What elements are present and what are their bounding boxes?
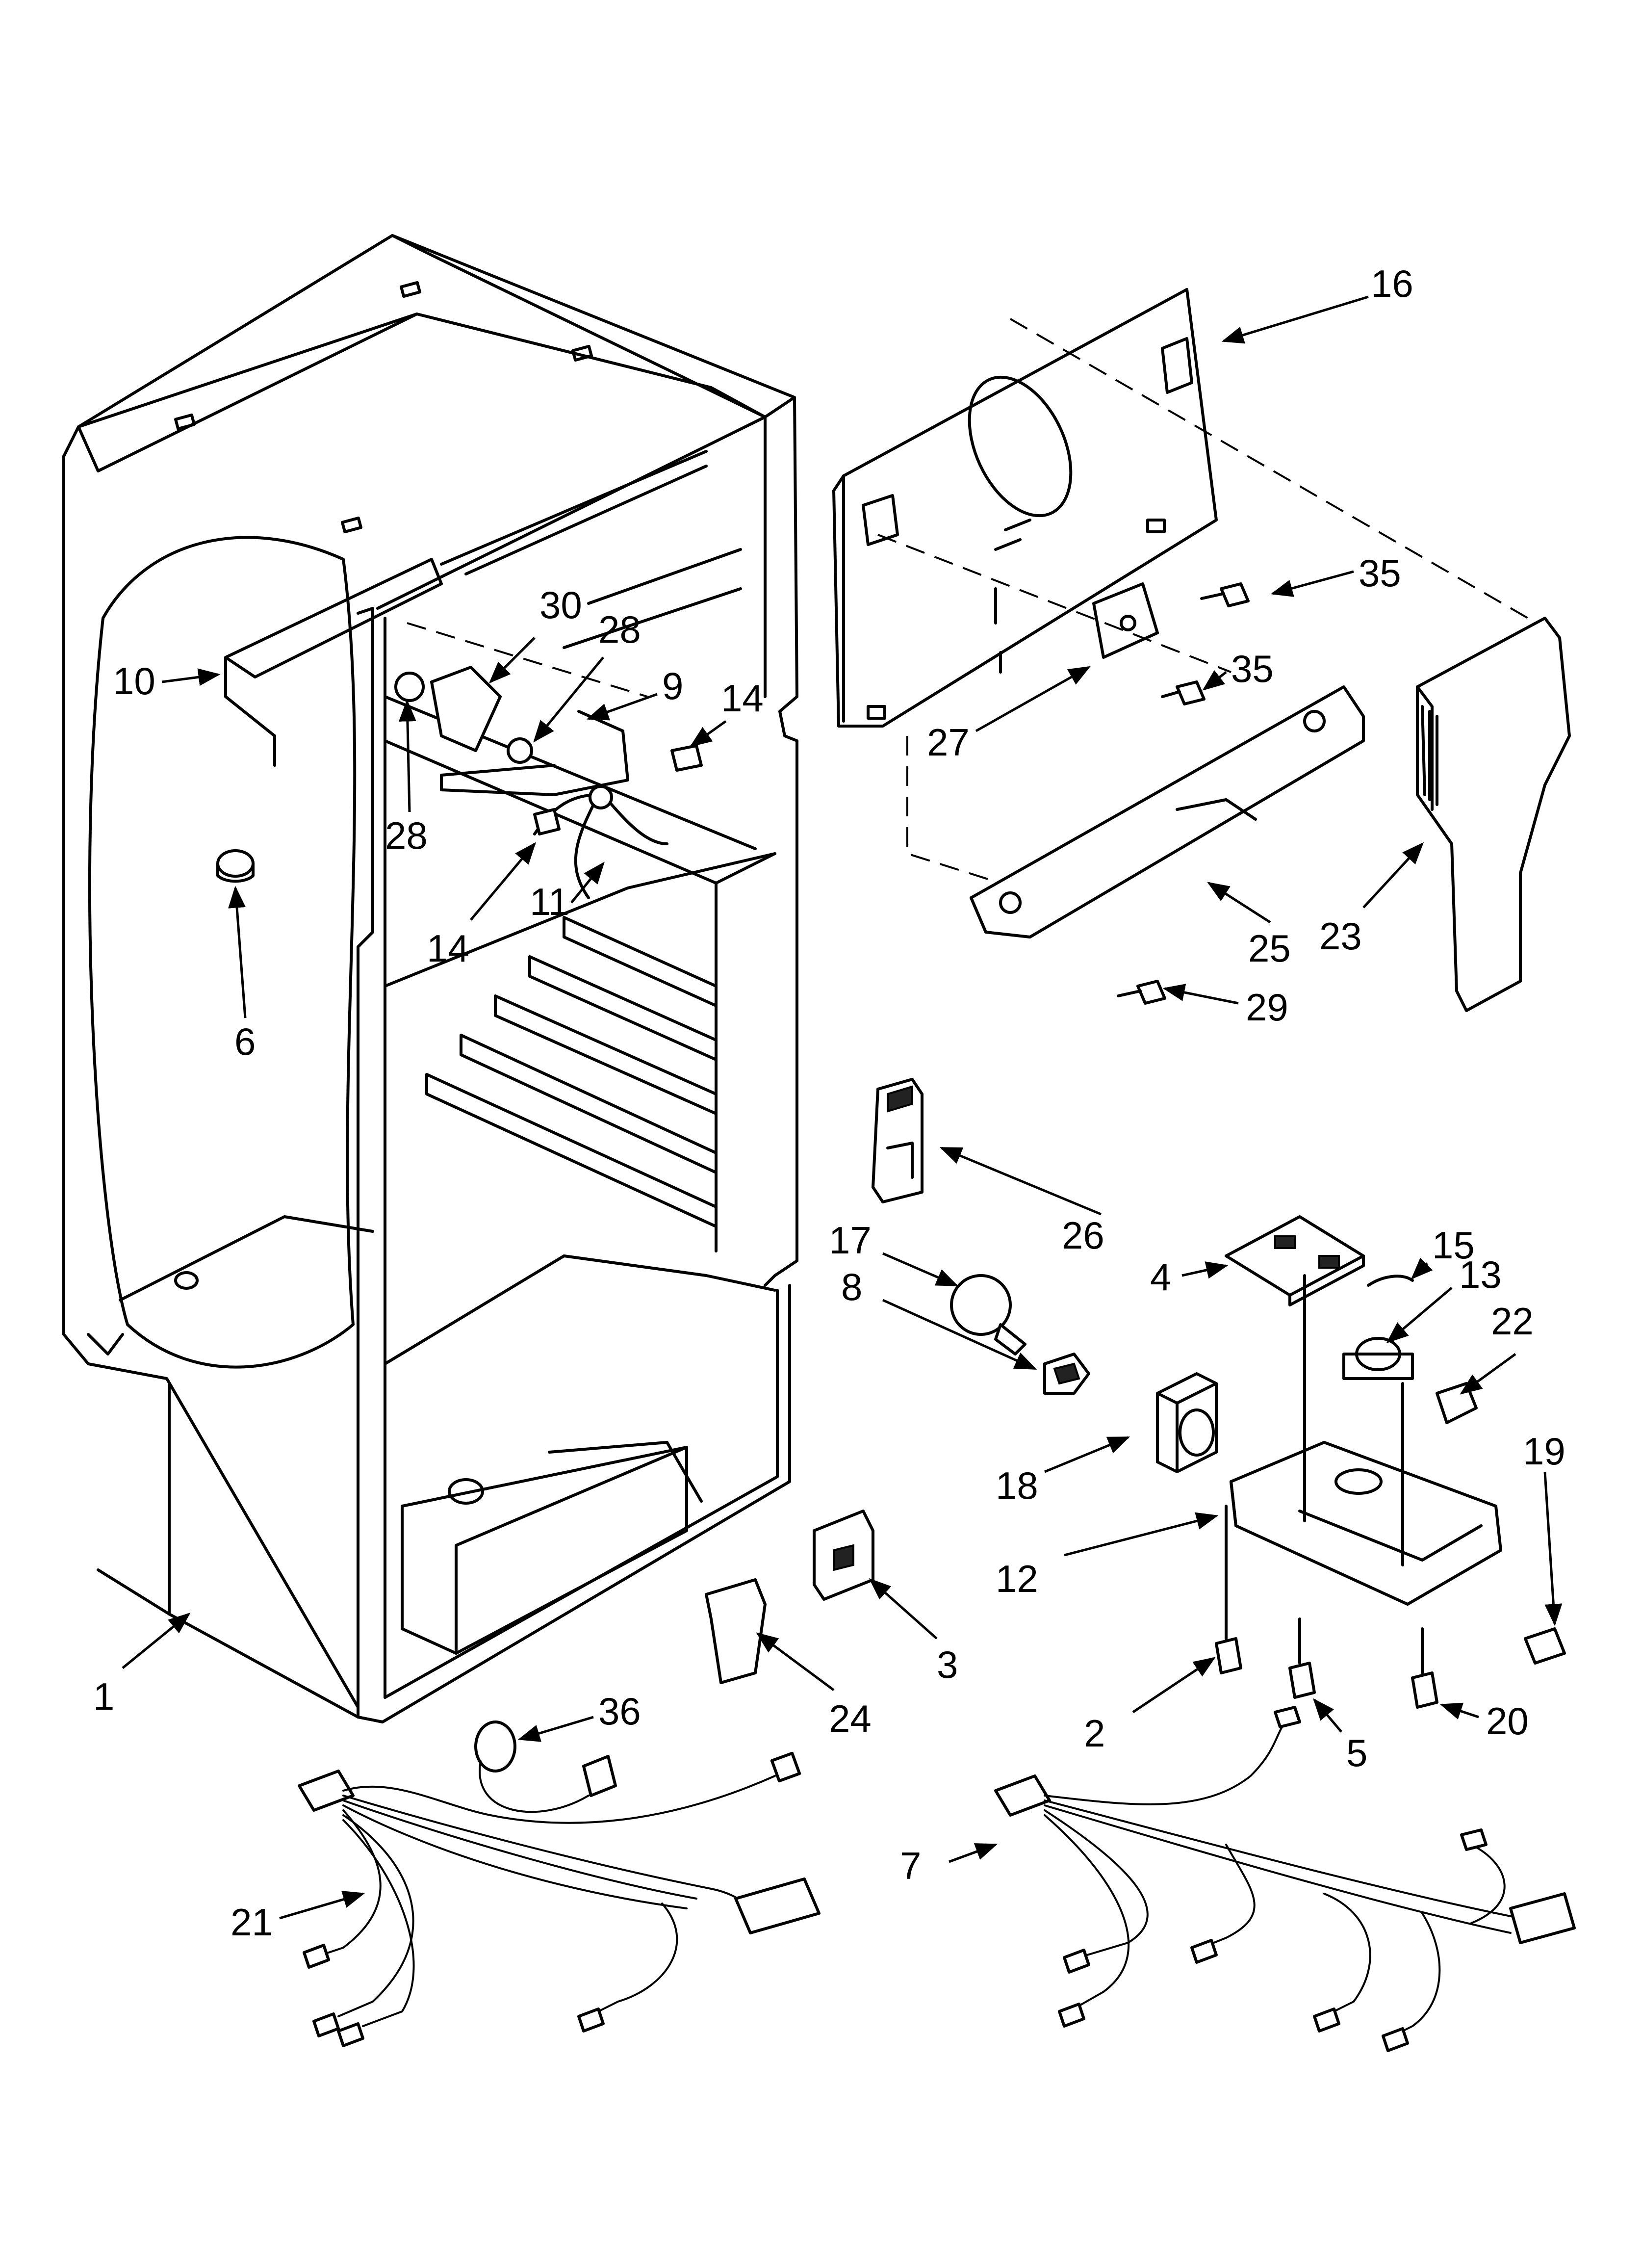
wire-harnesses-drawing (298, 1706, 1576, 2052)
small-parts-drawing (705, 1078, 1566, 1709)
leader-36 (517, 1716, 594, 1742)
leader-arrows (122, 295, 1563, 1920)
callout-9: 9 (662, 664, 683, 707)
leader-20 (1439, 1702, 1479, 1720)
callout-35: 35 (1231, 647, 1274, 690)
callout-26: 26 (1062, 1214, 1104, 1257)
leader-25 (1207, 882, 1271, 924)
air-duct-drawing (970, 617, 1571, 1012)
callout-10: 10 (113, 659, 155, 703)
leader-9 (586, 693, 658, 721)
leader-14a (690, 720, 727, 747)
leader-10 (161, 668, 221, 686)
callout-11: 11 (530, 880, 569, 923)
callout-2: 2 (1084, 1712, 1105, 1755)
callout-25: 25 (1248, 927, 1291, 970)
leader-27 (975, 666, 1091, 732)
callout-24: 24 (829, 1697, 872, 1740)
callout-21: 21 (231, 1901, 273, 1944)
callout-15: 15 (1432, 1224, 1475, 1267)
callout-13: 13 (1459, 1253, 1502, 1296)
callout-7: 7 (900, 1844, 921, 1887)
leader-5 (1313, 1698, 1342, 1733)
callout-17: 17 (829, 1219, 872, 1262)
callout-22: 22 (1491, 1300, 1534, 1343)
callout-5: 5 (1346, 1731, 1367, 1774)
leader-30 (488, 637, 536, 684)
leader-7 (949, 1843, 998, 1863)
callout-18: 18 (996, 1464, 1038, 1507)
leader-1 (122, 1613, 191, 1669)
leader-23 (1362, 842, 1424, 909)
leader-28a (533, 656, 604, 743)
callout-14: 14 (721, 677, 764, 720)
evaporator-cover-drawing (832, 288, 1546, 884)
callout-12: 12 (996, 1557, 1038, 1600)
callout-36: 36 (598, 1690, 641, 1733)
leader-11 (570, 861, 605, 904)
leader-3 (869, 1578, 938, 1640)
leader-28b (398, 699, 416, 812)
leader-24 (756, 1632, 835, 1692)
callout-19: 19 (1523, 1430, 1565, 1473)
callout-16: 16 (1371, 262, 1413, 305)
leader-22 (1460, 1353, 1516, 1395)
callout-29: 29 (1246, 986, 1288, 1029)
leader-6 (228, 886, 247, 1018)
callout-8: 8 (841, 1265, 862, 1308)
callout-3: 3 (937, 1643, 958, 1686)
callout-35: 35 (1359, 551, 1401, 595)
leader-35a (1270, 570, 1354, 597)
callout-28: 28 (598, 608, 641, 651)
leader-15 (1411, 1257, 1433, 1280)
callout-6: 6 (234, 1020, 256, 1063)
refrigerator-liner-drawing (62, 234, 798, 1723)
leader-4 (1181, 1261, 1229, 1279)
leader-14b (470, 842, 536, 921)
callout-14: 14 (427, 927, 469, 970)
leader-2 (1132, 1657, 1216, 1714)
leader-13 (1386, 1287, 1453, 1343)
callout-23: 23 (1319, 914, 1362, 958)
callout-4: 4 (1150, 1255, 1171, 1299)
leader-17 (882, 1252, 959, 1287)
leader-26 (939, 1147, 1102, 1216)
leader-8 (882, 1299, 1037, 1370)
leader-21 (279, 1891, 365, 1920)
leader-12 (1064, 1512, 1219, 1557)
leader-29 (1162, 984, 1239, 1005)
callout-20: 20 (1486, 1699, 1529, 1743)
leader-19 (1543, 1471, 1563, 1626)
leader-35b (1202, 670, 1227, 691)
callout-30: 30 (539, 583, 582, 626)
leader-16 (1221, 295, 1369, 344)
callout-28: 28 (385, 814, 428, 857)
leader-18 (1044, 1436, 1130, 1473)
callout-27: 27 (927, 721, 970, 764)
callout-1: 1 (93, 1675, 114, 1718)
callout-labels: 16 35 35 30 28 28 10 9 14 14 27 11 23 25… (93, 262, 1565, 1944)
